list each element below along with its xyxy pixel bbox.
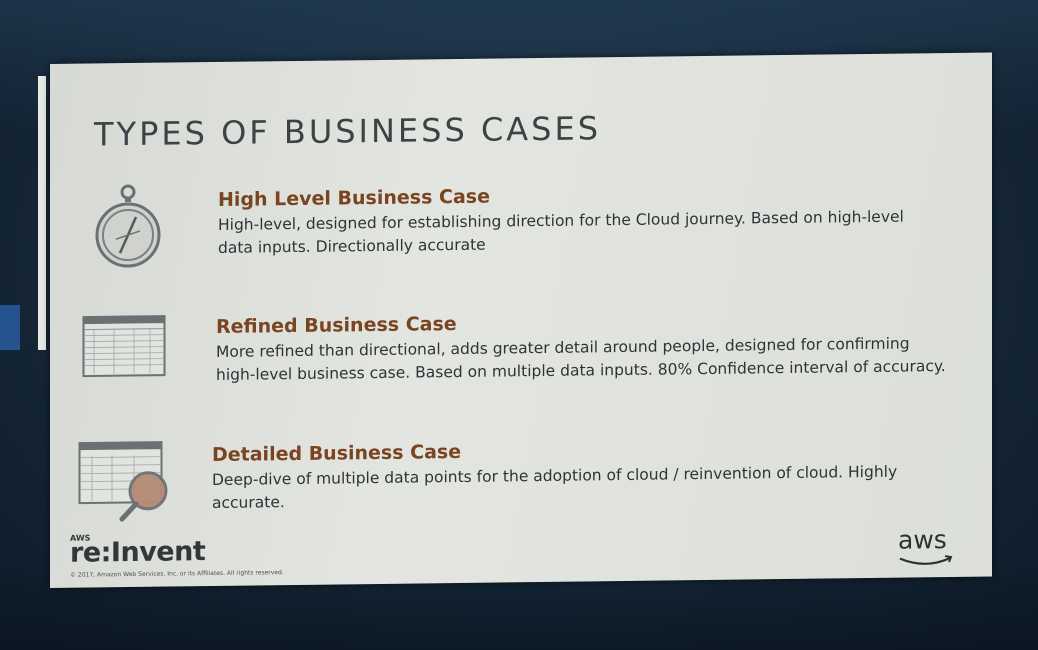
case-item-high-level: High Level Business Case High-level, des… [218,180,938,260]
projected-slide: TYPES OF BUSINESS CASES High Level Busin… [50,52,992,589]
compass-icon [92,181,164,270]
spreadsheet-icon [82,315,166,378]
copyright-notice: © 2017, Amazon Web Services, Inc. or its… [70,569,284,579]
slide-title: TYPES OF BUSINESS CASES [94,109,602,154]
spreadsheet-magnifier-icon [78,440,174,525]
case-item-refined: Refined Business Case More refined than … [216,307,946,387]
screen-edge-highlight [38,76,46,350]
aws-logo: aws [896,525,956,571]
case-item-detailed: Detailed Business Case Deep-dive of mult… [212,435,942,515]
reinvent-wordmark: re:Invent [70,536,206,569]
case-description: High-level, designed for establishing di… [218,207,904,257]
stage-light [0,305,20,350]
aws-smile-icon [899,555,953,565]
case-description: Deep-dive of multiple data points for th… [212,462,898,513]
case-description: More refined than directional, adds grea… [216,334,946,384]
